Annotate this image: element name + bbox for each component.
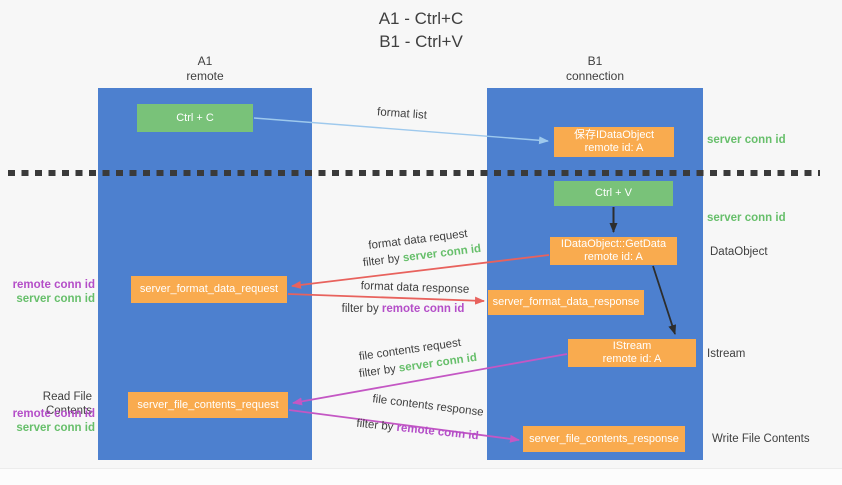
getdata-line1: IDataObject::GetData xyxy=(560,238,667,250)
server-format-data-response-box: server_format_data_response xyxy=(488,290,644,315)
format-list-label: format list xyxy=(376,106,428,122)
server-format-data-response-label: server_format_data_response xyxy=(492,296,640,308)
filter-by-text: filter by xyxy=(355,417,394,434)
remote-conn-id-text: remote conn id xyxy=(395,421,480,443)
server-conn-id-left-2: server conn id xyxy=(16,422,95,434)
remote-conn-id-text: remote conn id xyxy=(381,303,465,315)
server-format-data-request-label: server_format_data_request xyxy=(139,283,279,295)
getdata-box: IDataObject::GetData remote id: A xyxy=(550,237,677,265)
server-file-contents-response-box: server_file_contents_response xyxy=(523,426,685,452)
ctrl-c-label: Ctrl + C xyxy=(176,111,214,124)
conn-id-pair-format: remote conn id server conn id xyxy=(0,278,95,306)
file-contents-response-label: file contents response xyxy=(371,393,485,419)
server-file-contents-request-label: server_file_contents_request xyxy=(137,398,279,411)
dataobject-label: DataObject xyxy=(710,246,768,258)
format-data-response-label: format data response xyxy=(360,280,470,296)
format-data-response-filter-label: filter by remote conn id xyxy=(338,303,468,315)
column-b1-role: connection xyxy=(565,69,625,83)
istream-line1: IStream xyxy=(612,340,652,352)
server-conn-id-right-mid: server conn id xyxy=(707,212,786,224)
getdata-line2: remote id: A xyxy=(584,251,643,263)
conn-id-pair-file: remote conn id server conn id xyxy=(0,407,95,435)
server-file-contents-response-label: server_file_contents_response xyxy=(529,432,679,445)
server-conn-id-right-top: server conn id xyxy=(707,134,786,146)
server-conn-id-left-1: server conn id xyxy=(16,293,95,305)
read-file-contents-label: Read File Contents xyxy=(42,391,92,417)
istream-line2: remote id: A xyxy=(602,353,662,365)
column-a1-name: A1 xyxy=(197,54,213,68)
column-header-a1: A1 remote xyxy=(98,54,312,84)
column-header-b1: B1 connection xyxy=(487,54,703,84)
remote-conn-id-left-1: remote conn id xyxy=(12,279,95,291)
ctrl-v-box: Ctrl + V xyxy=(554,181,673,206)
istream-side-label: Istream xyxy=(707,348,746,360)
filter-by-text: filter by xyxy=(362,252,401,270)
server-format-data-request-box: server_format_data_request xyxy=(131,276,287,303)
save-idataobject-line2: remote id: A xyxy=(584,142,644,154)
server-file-contents-request-box: server_file_contents_request xyxy=(128,392,288,418)
ctrl-v-label: Ctrl + V xyxy=(595,187,632,199)
save-idataobject-line1: 保存IDataObject xyxy=(573,129,655,141)
save-idataobject-box: 保存IDataObject remote id: A xyxy=(554,127,674,157)
column-a1-role: remote xyxy=(186,69,224,83)
remote-conn-id-left-2: remote conn id xyxy=(12,408,95,420)
title-line-2: B1 - Ctrl+V xyxy=(379,32,463,51)
istream-box: IStream remote id: A xyxy=(568,339,696,367)
phase-divider-dotted-line xyxy=(8,170,820,176)
window-bottom-strip xyxy=(0,468,842,485)
filter-by-text: filter by xyxy=(358,363,397,381)
diagram-title: A1 - Ctrl+C B1 - Ctrl+V xyxy=(0,7,842,53)
column-b1-name: B1 xyxy=(587,54,603,68)
write-file-contents-label: Write File Contents xyxy=(712,433,810,445)
filter-by-text: filter by xyxy=(341,303,379,315)
ctrl-c-box: Ctrl + C xyxy=(137,104,253,132)
title-line-1: A1 - Ctrl+C xyxy=(378,9,464,28)
file-contents-response-filter-label: filter by remote conn id xyxy=(350,417,486,443)
